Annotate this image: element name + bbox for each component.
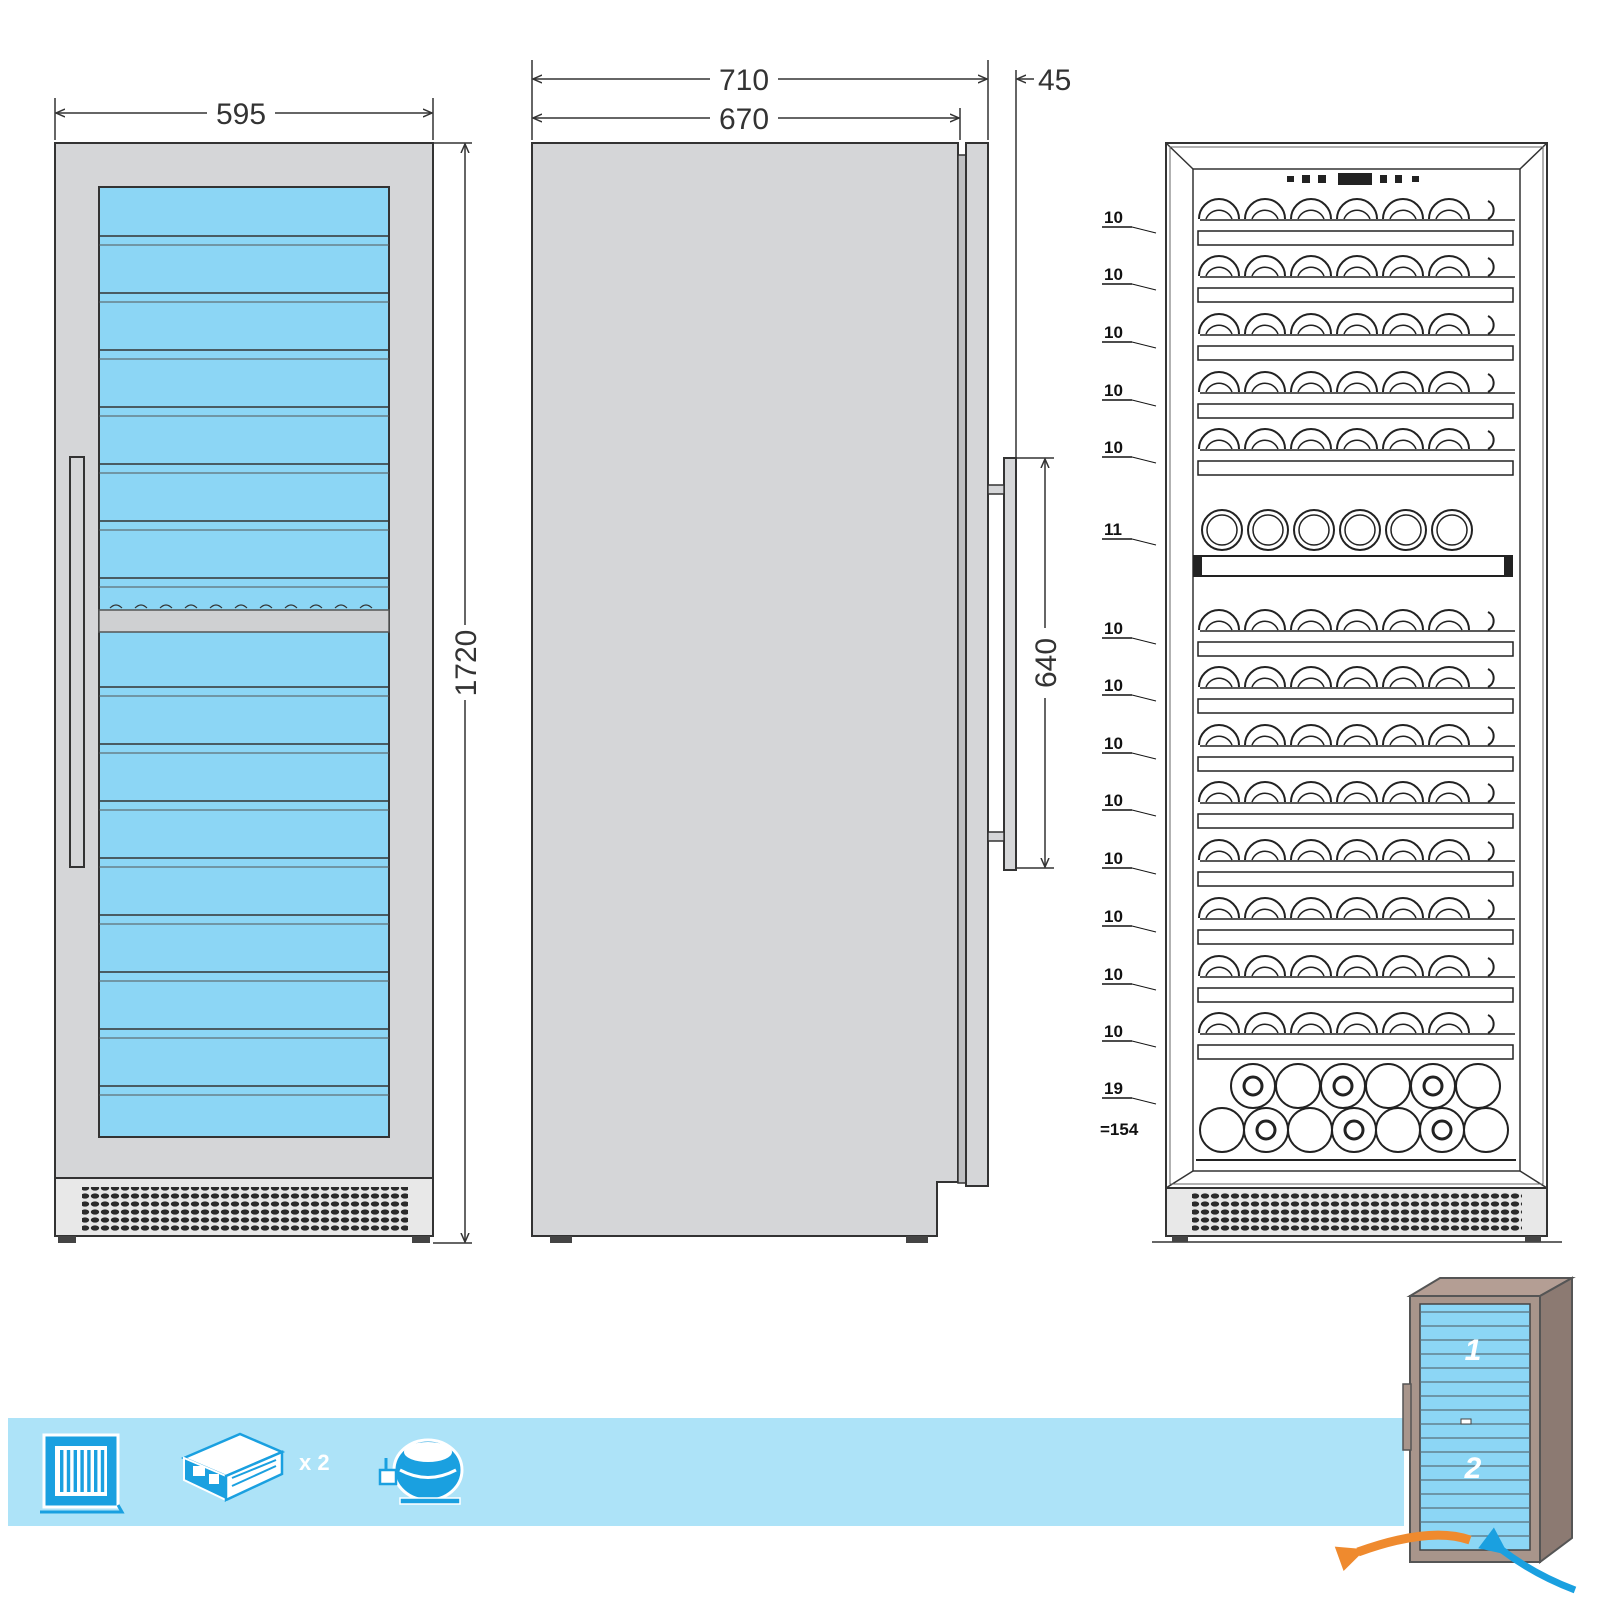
front-shelf-lines: [99, 235, 389, 1096]
front-glass: [98, 186, 390, 1138]
glass-door-icon: [40, 1433, 125, 1514]
shelf-capacity-label: 19: [1104, 1079, 1123, 1098]
shelf-capacity-label: 10: [1104, 438, 1123, 457]
interior-bottle-racks: [1193, 198, 1516, 1161]
thermostat-module-icon: [180, 1432, 286, 1502]
width-dimension-label: 595: [216, 98, 266, 131]
shelf-capacity-label: 10: [1104, 265, 1123, 284]
shelf-capacity-label: 10: [1104, 849, 1123, 868]
zone-2-label: 2: [1464, 1452, 1482, 1485]
shelf-capacity-label: 10: [1104, 323, 1123, 342]
temperature-display: [1338, 173, 1372, 185]
shelf-capacity-label: 10: [1104, 619, 1123, 638]
depth-body-dimension-label: 670: [719, 103, 769, 136]
exhaust-airflow-arrow: [1334, 1530, 1472, 1572]
handle-length-dimension-label: 640: [1030, 638, 1063, 688]
shelf-capacity-label: 11: [1104, 520, 1122, 539]
front-ventilation-grille: [82, 1187, 408, 1231]
side-view: 710 670 45 640: [531, 60, 1071, 1243]
interior-ventilation-grille: [1192, 1193, 1522, 1233]
compressor-icon: [378, 1438, 464, 1505]
shelf-capacity-label: 10: [1104, 734, 1123, 753]
shelf-capacity-label: 10: [1104, 791, 1123, 810]
side-door-handle: [1003, 457, 1017, 871]
total-capacity-label: =154: [1100, 1120, 1139, 1139]
shelf-capacity-label: 10: [1104, 965, 1123, 984]
shelf-capacity-label: 10: [1104, 907, 1123, 926]
intake-airflow-arrow: [1478, 1527, 1577, 1594]
thermostat-quantity: x 2: [299, 1450, 330, 1475]
side-door: [965, 142, 989, 1187]
cabinet-3d-illustration: 1 2: [1334, 1276, 1577, 1594]
door-offset-dimension-label: 45: [1038, 64, 1071, 97]
interior-view: 10 10 10 10 10 11 10 10 10 10 10 10 10 10 19 =154: [1100, 142, 1562, 1243]
front-door-handle: [69, 456, 85, 868]
control-panel: [1287, 173, 1419, 185]
shelf-capacity-label: 10: [1104, 208, 1123, 227]
shelf-capacity-label: 10: [1104, 676, 1123, 695]
depth-total-dimension-label: 710: [719, 64, 769, 97]
front-zone-divider: [98, 609, 390, 633]
cabinet-glass: [1419, 1303, 1531, 1551]
shelf-capacity-label: 10: [1104, 1022, 1123, 1041]
shelf-capacity-label: 10: [1104, 381, 1123, 400]
side-door-gasket: [957, 154, 967, 1184]
front-view: 595 1720: [54, 98, 483, 1244]
feature-band: x 2: [8, 1418, 1404, 1526]
height-dimension-label: 1720: [450, 630, 483, 697]
zone-1-label: 1: [1465, 1334, 1482, 1367]
cabinet-handle: [1402, 1383, 1412, 1451]
shelf-capacity-labels: 10 10 10 10 10 11 10 10 10 10 10 10 10 10 19 =154: [1100, 208, 1157, 1139]
